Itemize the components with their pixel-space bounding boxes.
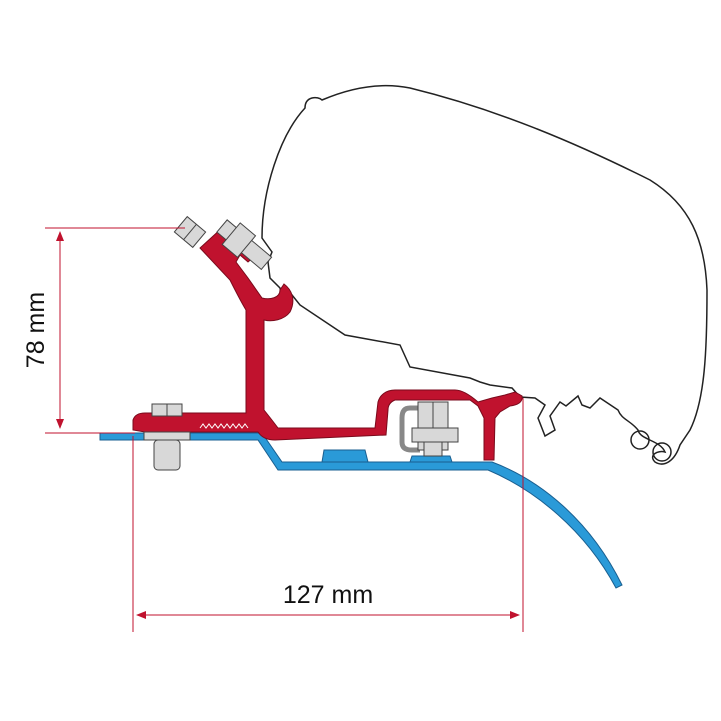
width-dimension [132, 398, 524, 632]
width-dimension-label: 127 mm [283, 581, 373, 609]
height-dimension-label: 78 mm [22, 292, 50, 368]
upper-bolt-head [173, 215, 207, 249]
roof-clamp [399, 401, 459, 457]
roof-rail-raised [409, 455, 453, 463]
adapter-bracket [132, 227, 523, 461]
roof-rail-raised [321, 449, 369, 463]
lower-bolt [143, 403, 191, 471]
awning-round-channel [630, 430, 650, 450]
awning-round-channel [652, 442, 672, 462]
height-dimension [45, 227, 185, 434]
vehicle-roof-profile [99, 432, 623, 589]
upper-bolt [216, 219, 273, 271]
awning-profile-outline [261, 84, 708, 465]
bracket-serrations [199, 423, 249, 429]
